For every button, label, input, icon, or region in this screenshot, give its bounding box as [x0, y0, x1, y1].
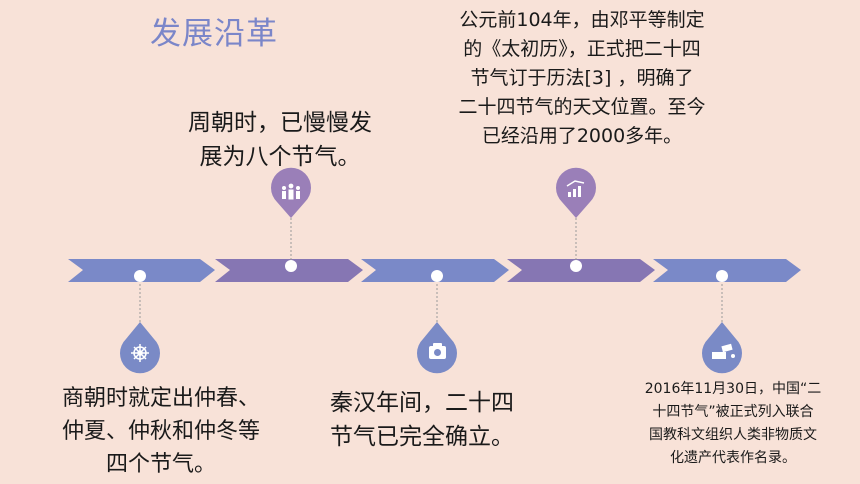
cash-icon — [712, 343, 735, 359]
event-2016-line: 国教科文组织人类非物质文 — [649, 427, 817, 443]
event-gongyuan-line: 的《太初历》，正式把二十四 — [463, 38, 701, 60]
event-shang-text: 商朝时就定出仲春、 仲夏、仲秋和仲冬等 四个节气。 — [40, 382, 282, 481]
timeline-arrow-5 — [653, 259, 801, 282]
timeline-dot-4 — [570, 260, 582, 272]
event-gongyuan-text: 公元前104年，由邓平等制定 的《太初历》，正式把二十四 节气订于历法[3] ，… — [432, 6, 732, 151]
event-2016-line: 十四节气”被正式列入联合 — [652, 404, 814, 420]
event-shang-line: 四个节气。 — [105, 452, 216, 477]
timeline-dot-1 — [134, 270, 146, 282]
event-zhou-line: 展为八个节气。 — [199, 144, 361, 170]
timeline-dot-5 — [716, 270, 728, 282]
page-title: 发展沿革 — [150, 16, 278, 52]
money-icon — [429, 343, 446, 359]
timeline-dot-2 — [285, 260, 297, 272]
ship-wheel-icon — [131, 344, 149, 362]
event-gongyuan-line: 已经沿用了2000多年。 — [481, 125, 683, 147]
timeline-dot-3 — [431, 270, 443, 282]
timeline-arrow-4 — [507, 259, 655, 282]
event-shang-line: 商朝时就定出仲春、 — [61, 386, 260, 411]
event-gongyuan-line: 公元前104年，由邓平等制定 — [459, 9, 705, 31]
event-zhou-text: 周朝时，已慢慢发 展为八个节气。 — [170, 106, 390, 174]
event-2016-line: 2016年11月30日，中国“二 — [644, 381, 822, 397]
event-qinhan-text: 秦汉年间，二十四 节气已完全确立。 — [330, 386, 550, 454]
event-2016-line: 化遗产代表作名录。 — [670, 450, 796, 466]
event-gongyuan-line: 节气订于历法[3] ，明确了 — [470, 67, 694, 89]
chart-icon — [566, 180, 585, 197]
event-2016-text: 2016年11月30日，中国“二 十四节气”被正式列入联合 国教科文组织人类非物… — [618, 378, 848, 470]
people-icon — [282, 183, 300, 200]
event-zhou-line: 周朝时，已慢慢发 — [188, 110, 372, 136]
event-qinhan-line: 秦汉年间，二十四 — [330, 390, 514, 416]
event-shang-line: 仲夏、仲秋和仲冬等 — [61, 419, 260, 444]
event-qinhan-line: 节气已完全确立。 — [330, 424, 514, 450]
event-gongyuan-line: 二十四节气的天文位置。至今 — [458, 96, 706, 118]
